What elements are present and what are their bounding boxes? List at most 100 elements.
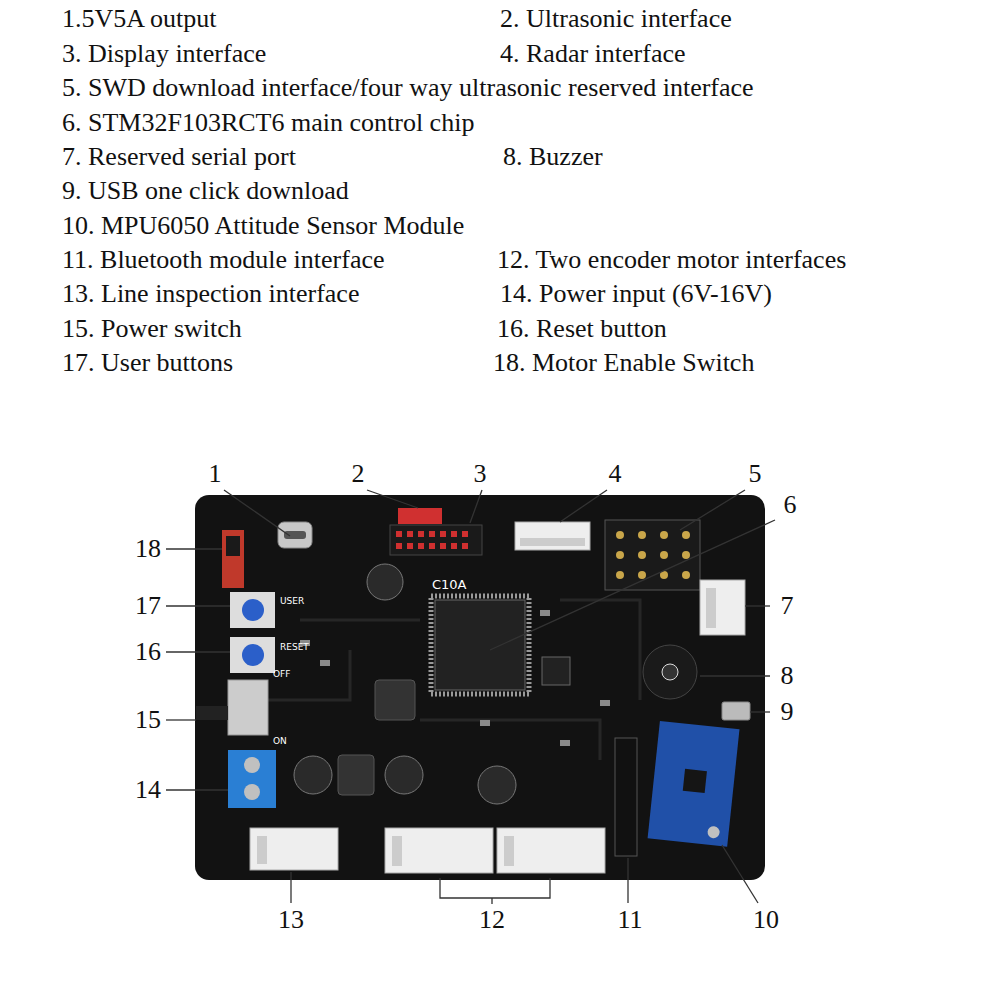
capacitors-shape xyxy=(478,766,516,804)
encoder-connectors-shape xyxy=(392,836,402,866)
leader-lines-shape xyxy=(224,490,290,536)
callout-number: 15 xyxy=(135,707,161,733)
callout-number: 3 xyxy=(474,461,487,487)
usb-c-port-shape xyxy=(284,531,306,539)
smd-parts-shape xyxy=(600,700,610,706)
legend-item: 16. Reset button xyxy=(497,316,667,342)
capacitors-shape xyxy=(294,756,332,794)
usb-c-port-shape xyxy=(278,522,312,548)
line-sensor-connector-shape xyxy=(250,828,338,870)
pcb-board-shape xyxy=(195,495,765,880)
radar-connector xyxy=(515,522,590,550)
swd-header-shape xyxy=(605,520,700,590)
legend-item: 18. Motor Enable Switch xyxy=(493,350,754,376)
silkscreen-text: RESET xyxy=(280,643,309,652)
power-terminal-shape xyxy=(244,757,260,773)
callout-number: 12 xyxy=(479,907,505,933)
legend-item: 7. Reserved serial port xyxy=(62,144,296,170)
swd-header-shape xyxy=(660,551,668,559)
buzzer-shape xyxy=(662,664,678,680)
smd-parts xyxy=(300,610,610,746)
line-sensor-connector xyxy=(250,828,338,870)
leader-lines-shape xyxy=(290,872,291,903)
swd-header-shape xyxy=(638,551,646,559)
usb-c-port xyxy=(278,522,312,548)
ultrasonic-header-shape xyxy=(429,543,435,549)
legend-item: 6. STM32F103RCT6 main control chip xyxy=(62,110,474,136)
inductors-shape xyxy=(338,755,374,795)
swd-header xyxy=(605,520,700,590)
motor-enable-switch-shape xyxy=(222,530,244,588)
ultrasonic-header-shape xyxy=(396,531,402,537)
legend-item: 17. User buttons xyxy=(62,350,233,376)
ultrasonic-header-shape xyxy=(407,543,413,549)
legend-item: 9. USB one click download xyxy=(62,178,349,204)
user-reset-buttons-shape xyxy=(242,644,264,666)
leader-lines-shape xyxy=(166,548,222,549)
power-switch xyxy=(196,680,268,735)
bluetooth-header xyxy=(615,738,637,856)
leader-lines-shape xyxy=(745,605,770,606)
buzzer-shape xyxy=(643,645,697,699)
legend-item: 14. Power input (6V-16V) xyxy=(500,281,772,307)
smd-parts-shape xyxy=(560,740,570,746)
ultrasonic-header-shape xyxy=(396,543,402,549)
ultrasonic-header-shape xyxy=(440,531,446,537)
callout-number: 11 xyxy=(617,907,642,933)
mpu6050-module xyxy=(648,721,740,847)
callout-number: 13 xyxy=(278,907,304,933)
encoder-connectors-shape xyxy=(385,828,493,873)
legend-item: 8. Buzzer xyxy=(503,144,603,170)
swd-header-shape xyxy=(682,531,690,539)
bluetooth-header-shape xyxy=(615,738,637,856)
buzzer xyxy=(643,645,697,699)
ultrasonic-header-shape xyxy=(398,508,442,524)
silkscreen-text: USER xyxy=(280,597,304,606)
leader-lines-shape xyxy=(490,520,775,650)
smd-parts-shape xyxy=(320,660,330,666)
swd-header-shape xyxy=(660,531,668,539)
power-switch-shape xyxy=(196,706,228,720)
legend-item: 10. MPU6050 Attitude Sensor Module xyxy=(62,213,464,239)
motor-enable-switch-shape xyxy=(226,536,240,556)
callout-number: 1 xyxy=(209,461,222,487)
leader-lines-shape xyxy=(722,845,758,903)
radar-connector-shape xyxy=(515,522,590,550)
leader-lines-shape xyxy=(680,490,745,530)
swd-header-shape xyxy=(616,551,624,559)
serial-connector xyxy=(700,580,745,635)
main-chip-shape xyxy=(542,657,570,685)
leader-lines-shape xyxy=(627,858,628,903)
callout-number: 6 xyxy=(784,492,797,518)
swd-header-shape xyxy=(682,571,690,579)
callout-number: 16 xyxy=(135,639,161,665)
legend-item: 11. Bluetooth module interface xyxy=(62,247,385,273)
ultrasonic-header-shape xyxy=(418,543,424,549)
ultrasonic-header-shape xyxy=(451,543,457,549)
power-switch-shape xyxy=(228,680,268,735)
legend-item: 1.5V5A output xyxy=(62,6,217,32)
ultrasonic-header-shape xyxy=(390,525,482,555)
legend-item: 13. Line inspection interface xyxy=(62,281,359,307)
legend-item: 2. Ultrasonic interface xyxy=(500,6,732,32)
leader-lines xyxy=(166,490,775,904)
radar-connector-shape xyxy=(520,538,585,546)
swd-header-shape xyxy=(638,571,646,579)
encoder-connectors-shape xyxy=(497,828,605,873)
ultrasonic-header-shape xyxy=(462,543,468,549)
legend-item: 12. Two encoder motor interfaces xyxy=(497,247,846,273)
callout-number: 2 xyxy=(352,461,365,487)
user-reset-buttons-shape xyxy=(230,592,275,628)
leader-lines-shape xyxy=(166,651,230,652)
ultrasonic-header-shape xyxy=(451,531,457,537)
ultrasonic-header-shape xyxy=(418,531,424,537)
legend-item: 4. Radar interface xyxy=(500,41,686,67)
callout-number: 9 xyxy=(781,699,794,725)
serial-connector-shape xyxy=(706,588,716,628)
leader-lines-shape xyxy=(166,789,228,790)
callout-number: 10 xyxy=(753,907,779,933)
inductors-shape xyxy=(375,680,415,720)
leader-lines-shape xyxy=(560,490,607,522)
power-terminal-shape xyxy=(244,784,260,800)
